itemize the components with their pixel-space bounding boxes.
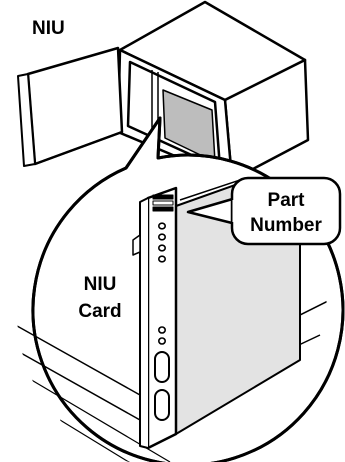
card-ejector [152, 194, 174, 200]
niu-label: NIU [32, 18, 65, 39]
part-number-box [230, 176, 342, 246]
magnified-callout [17, 116, 345, 462]
niu-enclosure [17, 0, 310, 182]
part-number-label-line2: Number [250, 215, 322, 236]
shelf-line [17, 321, 141, 396]
niu-card-label-line1: NIU [84, 274, 117, 295]
part-number-callout: Part Number [186, 176, 342, 246]
card-leds [158, 222, 167, 345]
niu-card-label-line2: Card [78, 301, 121, 322]
part-number-label-line1: Part [268, 190, 306, 211]
card-jack [154, 351, 170, 383]
enclosure-door [26, 46, 124, 166]
